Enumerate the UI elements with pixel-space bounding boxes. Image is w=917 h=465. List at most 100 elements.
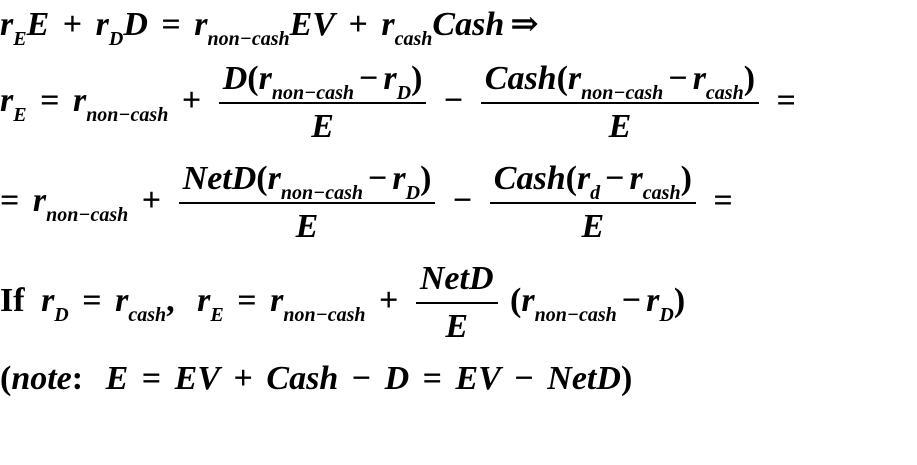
colon: :: [71, 360, 84, 397]
numerator: D(rnon−cash−rD): [218, 60, 427, 104]
var-EV: EV: [174, 360, 221, 397]
right-paren: ): [673, 281, 686, 319]
if-keyword: If: [0, 281, 25, 319]
numerator: Cash(rd−rcash): [489, 160, 696, 204]
minus-sign: −: [668, 60, 688, 97]
right-paren: ): [411, 60, 423, 97]
denominator: E: [445, 308, 469, 345]
var-r: r: [41, 281, 55, 319]
plus-sign: +: [233, 360, 253, 397]
minus-sign: −: [621, 281, 642, 319]
subscript-cash: cash: [128, 303, 167, 326]
denominator: E: [581, 208, 605, 245]
minus-sign: −: [605, 160, 625, 197]
var-Cash: Cash: [266, 360, 339, 397]
subscript-noncash: non−cash: [271, 82, 354, 104]
denominator: E: [311, 108, 334, 145]
var-r: r: [567, 60, 582, 97]
minus-sign: −: [359, 60, 379, 97]
equation-line-3: = rnon−cash + NetD(rnon−cash−rD) E − Cas…: [0, 162, 738, 244]
equals-sign: =: [40, 81, 60, 119]
fraction-cash-debt-spread: Cash(rd−rcash) E: [489, 160, 696, 245]
var-r: r: [32, 181, 47, 219]
right-paren: ): [743, 60, 756, 97]
denominator: E: [608, 108, 632, 145]
equation-line-5: (note: E = EV + Cash − D = EV − NetD): [0, 362, 632, 396]
subscript-cash: cash: [394, 28, 433, 50]
right-paren: ): [620, 360, 633, 397]
subscript-cash: cash: [642, 182, 681, 204]
left-paren: (: [510, 281, 522, 319]
subscript-noncash: non−cash: [46, 203, 129, 226]
numerator: NetD: [415, 262, 498, 304]
plus-sign: +: [181, 81, 202, 119]
var-D: D: [222, 60, 248, 97]
fraction-cash-spread: Cash(rnon−cash−rcash) E: [480, 60, 760, 145]
left-paren: (: [256, 160, 268, 197]
plus-sign: +: [141, 181, 162, 219]
minus-sign: −: [452, 181, 473, 219]
var-r: r: [383, 60, 397, 97]
subscript-D: D: [54, 303, 69, 326]
fraction-debt-spread: D(rnon−cash−rD) E: [218, 60, 427, 145]
note-label: note: [11, 360, 72, 397]
denominator: E: [295, 208, 319, 245]
equals-sign: =: [82, 281, 102, 319]
fraction-netdebt-over-equity: NetD E: [415, 262, 498, 345]
subscript-D: D: [396, 82, 412, 104]
subscript-E: E: [210, 303, 224, 326]
var-r: r: [0, 6, 14, 43]
left-paren: (: [556, 60, 568, 97]
var-D: D: [384, 360, 410, 397]
left-paren: (: [0, 360, 12, 397]
var-r: r: [95, 6, 109, 43]
var-r: r: [267, 160, 281, 197]
equals-sign: =: [422, 360, 443, 397]
subscript-noncash: non−cash: [581, 82, 664, 104]
var-NetD: NetD: [182, 160, 257, 197]
var-Cash: Cash: [432, 6, 505, 43]
equals-sign: =: [141, 360, 162, 397]
equation-line-1: rEE + rDD = rnon−cashEV + rcashCash⇒: [0, 6, 539, 50]
var-r: r: [692, 60, 706, 97]
var-Cash: Cash: [484, 60, 557, 97]
subscript-E: E: [13, 103, 27, 126]
var-Cash: Cash: [493, 160, 566, 197]
var-r: r: [0, 81, 14, 119]
plus-sign: +: [348, 6, 368, 43]
plus-sign: +: [379, 281, 399, 319]
right-paren: ): [420, 160, 432, 197]
implies-arrow: ⇒: [510, 6, 539, 43]
minus-sign: −: [351, 360, 372, 397]
numerator: NetD(rnon−cash−rD): [178, 160, 436, 204]
fraction-netdebt-spread: NetD(rnon−cash−rD) E: [178, 160, 436, 245]
subscript-noncash: non−cash: [280, 182, 364, 204]
var-E: E: [26, 6, 50, 43]
var-r: r: [115, 281, 129, 319]
subscript-d: d: [590, 182, 601, 204]
left-paren: (: [247, 60, 259, 97]
comma: ,: [166, 281, 175, 319]
equation-line-4: If rD = rcash, rE = rnon−cash + NetD E (…: [0, 262, 685, 344]
minus-sign: −: [514, 360, 534, 397]
var-r: r: [270, 281, 284, 319]
subscript-noncash: non−cash: [86, 103, 169, 126]
left-paren: (: [565, 160, 577, 197]
var-r: r: [197, 281, 211, 319]
var-NetD: NetD: [547, 360, 621, 397]
var-r: r: [646, 281, 660, 319]
equals-sign: =: [237, 281, 257, 319]
equals-sign: =: [0, 181, 20, 219]
var-r: r: [381, 6, 395, 43]
var-D: D: [123, 6, 148, 43]
subscript-noncash: non−cash: [207, 28, 290, 50]
var-r: r: [194, 6, 208, 43]
var-E: E: [105, 360, 129, 397]
var-r: r: [258, 60, 272, 97]
var-r: r: [576, 160, 591, 197]
var-r: r: [521, 281, 535, 319]
var-r: r: [392, 160, 406, 197]
var-EV: EV: [455, 360, 501, 397]
equals-sign: =: [713, 181, 733, 219]
